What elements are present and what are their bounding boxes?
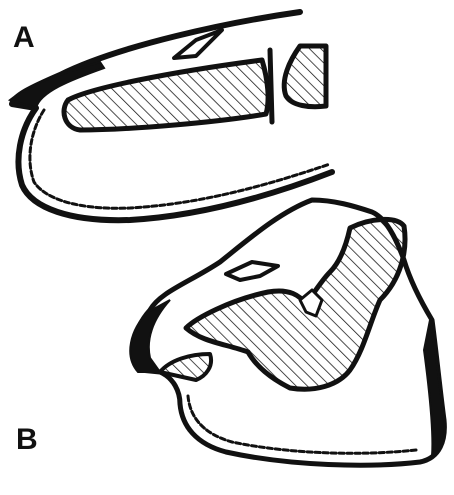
panel-b-inner-shell — [188, 396, 416, 453]
panel-b-lip — [130, 300, 170, 372]
panel-b-drawing — [130, 200, 444, 465]
panel-label-b: B — [16, 425, 38, 455]
panel-a-right-piece — [284, 46, 326, 107]
panel-label-a: A — [13, 23, 35, 53]
panel-b-tongue — [186, 219, 405, 389]
panel-b-spike — [226, 262, 278, 280]
panel-a-drawing — [10, 12, 332, 220]
panel-a-divider — [270, 50, 272, 122]
